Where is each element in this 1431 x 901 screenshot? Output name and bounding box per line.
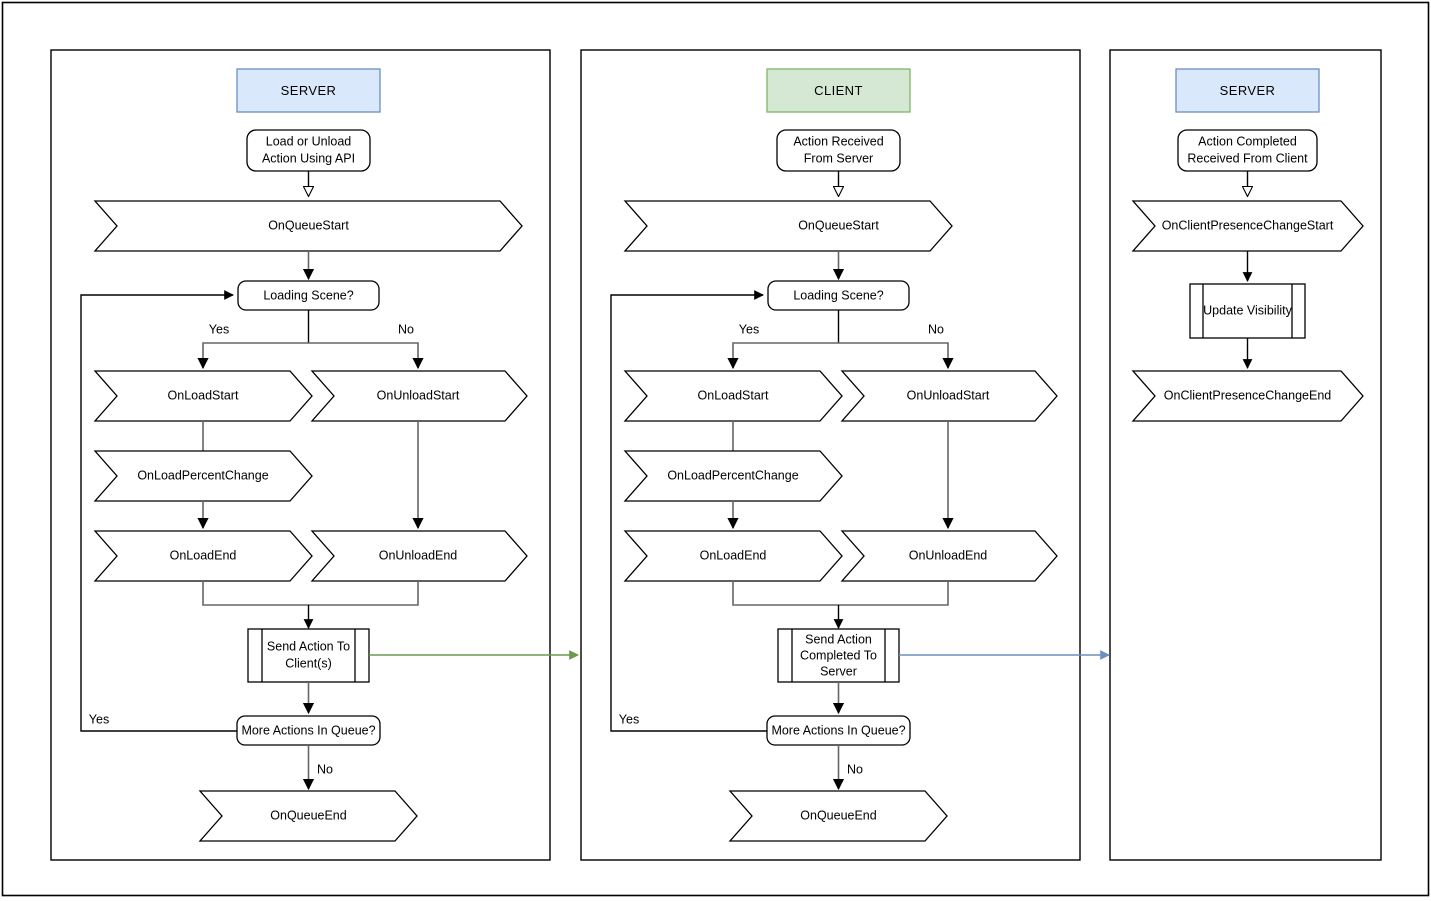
panel-server-right-border (1109, 49, 1382, 861)
node-client-loading-scene-label: Loading Scene? (793, 288, 883, 302)
node-onunloadstart-label: OnUnloadStart (377, 388, 460, 402)
edge-label-client-no-loading: No (928, 322, 944, 336)
node-onclientpresencechangeend (1131, 370, 1364, 422)
node-client-onloadpercentchange (623, 450, 843, 502)
node-action-completed-line2: Received From Client (1187, 151, 1308, 165)
node-onunloadend (310, 530, 528, 582)
edge-client-loopback-yes (610, 290, 767, 732)
node-client-onqueuestart (623, 200, 953, 252)
edge-label-no-loading: No (398, 322, 414, 336)
node-send-completed-line3: Server (820, 664, 857, 678)
node-onqueuestart (93, 200, 523, 252)
node-action-received-line2: From Server (804, 151, 873, 165)
edge-label-loopback-yes: Yes (89, 712, 109, 726)
node-client-onunloadend-label: OnUnloadEnd (909, 548, 988, 562)
node-client-onloadend (623, 530, 843, 582)
edge-label-client-no-morequeue: No (847, 762, 863, 776)
panel-server-left-header-box (236, 68, 381, 113)
node-client-onunloadstart-label: OnUnloadStart (907, 388, 990, 402)
node-client-onunloadend (840, 530, 1058, 582)
node-send-completed-line1: Send Action (805, 632, 872, 646)
node-onclientpresencechangestart (1131, 200, 1364, 252)
panel-server-right-header-label: SERVER (1220, 83, 1276, 98)
edge-client-join-left (732, 581, 949, 606)
node-onclientpresencechangestart-label: OnClientPresenceChangeStart (1162, 218, 1334, 232)
node-action-received-line1: Action Received (793, 134, 883, 148)
edge-label-no-morequeue: No (317, 762, 333, 776)
edge-label-client-yes-loading: Yes (739, 322, 759, 336)
edge-client-loading-no (838, 342, 954, 370)
edge-label-yes-loading: Yes (209, 322, 229, 336)
node-client-more-actions-label: More Actions In Queue? (771, 723, 905, 737)
node-onloadstart (93, 370, 313, 422)
node-update-visibility (1189, 283, 1306, 339)
node-client-onunloadstart (840, 370, 1058, 422)
node-client-onloadstart (623, 370, 843, 422)
panel-server-right-header-box (1175, 68, 1320, 113)
node-send-completed-line2: Completed To (800, 648, 877, 662)
node-load-unload-api-line2: Action Using API (262, 151, 355, 165)
node-onloadend-label: OnLoadEnd (170, 548, 237, 562)
edge-loading-no (308, 342, 424, 370)
node-client-onqueuestart-label: OnQueueStart (798, 218, 879, 232)
node-client-onqueueend-label: OnQueueEnd (800, 808, 876, 822)
edge-loading-yes (197, 342, 309, 370)
node-send-action-to-clients (247, 628, 370, 683)
node-update-visibility-label: Update Visibility (1203, 303, 1292, 317)
node-onqueuestart-label: OnQueueStart (268, 218, 349, 232)
node-action-completed-line1: Action Completed (1198, 134, 1297, 148)
node-onunloadend-label: OnUnloadEnd (379, 548, 458, 562)
node-onloadend (93, 530, 313, 582)
node-client-onqueueend (728, 790, 948, 842)
panel-client-header-box (766, 68, 911, 113)
node-client-onloadend-label: OnLoadEnd (700, 548, 767, 562)
panel-client-border (580, 49, 1081, 861)
node-send-action-line1: Send Action To (267, 639, 350, 653)
edge-join-left (202, 581, 419, 606)
node-onloadpercentchange-label: OnLoadPercentChange (137, 468, 268, 482)
node-client-onloadstart-label: OnLoadStart (698, 388, 769, 402)
node-send-action-line2: Client(s) (285, 656, 332, 670)
node-onloadpercentchange (93, 450, 313, 502)
panel-server-left-border (50, 49, 551, 861)
panel-client-header-label: CLIENT (814, 83, 863, 98)
node-client-onloadpercentchange-label: OnLoadPercentChange (667, 468, 798, 482)
node-onloadstart-label: OnLoadStart (168, 388, 239, 402)
node-onqueueend-label: OnQueueEnd (270, 808, 346, 822)
node-more-actions-label: More Actions In Queue? (241, 723, 375, 737)
edge-label-client-loopback-yes: Yes (619, 712, 639, 726)
panel-server-left-header-label: SERVER (281, 83, 337, 98)
node-load-unload-api-line1: Load or Unload (266, 134, 352, 148)
node-loading-scene-label: Loading Scene? (263, 288, 353, 302)
node-onqueueend (198, 790, 418, 842)
node-onclientpresencechangeend-label: OnClientPresenceChangeEnd (1164, 388, 1332, 402)
edge-client-loading-yes (727, 342, 839, 370)
edge-loopback-yes (80, 290, 237, 732)
node-onunloadstart (310, 370, 528, 422)
